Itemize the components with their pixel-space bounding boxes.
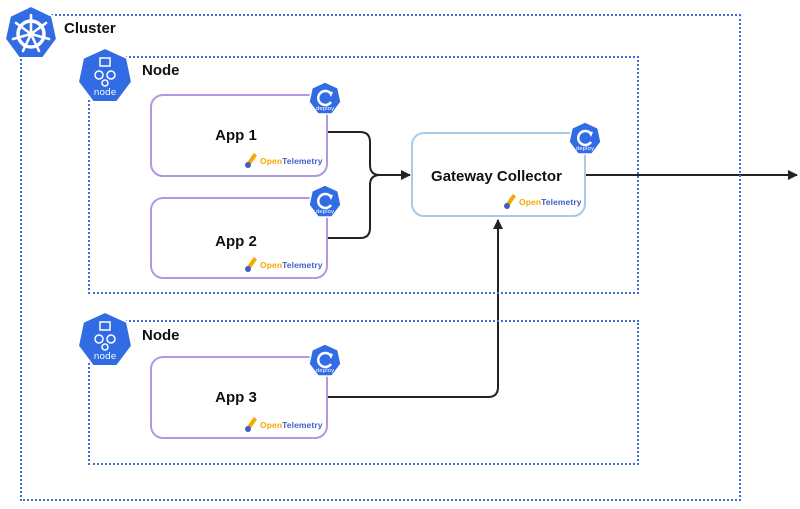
otel-text-open: Open bbox=[519, 197, 542, 207]
opentelemetry-logo: OpenTelemetry bbox=[244, 153, 323, 169]
otel-text-open: Open bbox=[260, 156, 283, 166]
app-3-deploy-icon: deploy bbox=[307, 343, 343, 379]
arrow-app1-to-gateway bbox=[327, 131, 411, 180]
app-2-deploy-text: deploy bbox=[315, 209, 335, 215]
otel-text-open: Open bbox=[260, 260, 283, 270]
gateway-collector-label: Gateway Collector bbox=[431, 168, 562, 185]
app-2-box: App 2 OpenTelemetry bbox=[150, 197, 328, 279]
otel-text-telemetry: Telemetry bbox=[282, 156, 323, 166]
cluster-label: Cluster bbox=[64, 20, 116, 37]
gateway-collector-box: Gateway Collector OpenTelemetry bbox=[411, 132, 586, 217]
arrow-app2-to-gateway bbox=[327, 174, 381, 239]
otel-text-telemetry: Telemetry bbox=[541, 197, 582, 207]
node-2-icon-text: node bbox=[93, 352, 117, 362]
telescope-icon bbox=[245, 153, 257, 168]
app-3-box: App 3 OpenTelemetry bbox=[150, 356, 328, 439]
otel-text-open: Open bbox=[260, 420, 283, 430]
telescope-icon bbox=[504, 194, 516, 209]
opentelemetry-logo: OpenTelemetry bbox=[503, 194, 582, 210]
app-1-deploy-text: deploy bbox=[315, 106, 335, 112]
gateway-deploy-icon: deploy bbox=[567, 121, 603, 157]
node-1-icon-text: node bbox=[93, 88, 117, 98]
opentelemetry-logo: OpenTelemetry bbox=[244, 257, 323, 273]
gateway-deploy-text: deploy bbox=[575, 146, 595, 152]
node-2-boundary bbox=[88, 320, 639, 465]
telescope-icon bbox=[245, 417, 257, 432]
app-2-label: App 2 bbox=[215, 233, 257, 250]
app-1-label: App 1 bbox=[215, 127, 257, 144]
cluster-boundary bbox=[20, 14, 741, 501]
app-1-box: App 1 OpenTelemetry bbox=[150, 94, 328, 177]
kubernetes-icon bbox=[2, 4, 60, 62]
arrow-app3-to-gateway bbox=[327, 219, 503, 398]
telescope-icon bbox=[245, 257, 257, 272]
otel-text-telemetry: Telemetry bbox=[282, 260, 323, 270]
node-1-icon: node bbox=[75, 46, 135, 106]
app-3-deploy-text: deploy bbox=[315, 368, 335, 374]
otel-text-telemetry: Telemetry bbox=[282, 420, 323, 430]
node-1-label: Node bbox=[142, 62, 180, 79]
app-2-deploy-icon: deploy bbox=[307, 184, 343, 220]
opentelemetry-logo: OpenTelemetry bbox=[244, 417, 323, 433]
node-1-boundary bbox=[88, 56, 639, 294]
app-3-label: App 3 bbox=[215, 389, 257, 406]
node-2-icon: node bbox=[75, 310, 135, 370]
app-1-deploy-icon: deploy bbox=[307, 81, 343, 117]
node-2-label: Node bbox=[142, 327, 180, 344]
